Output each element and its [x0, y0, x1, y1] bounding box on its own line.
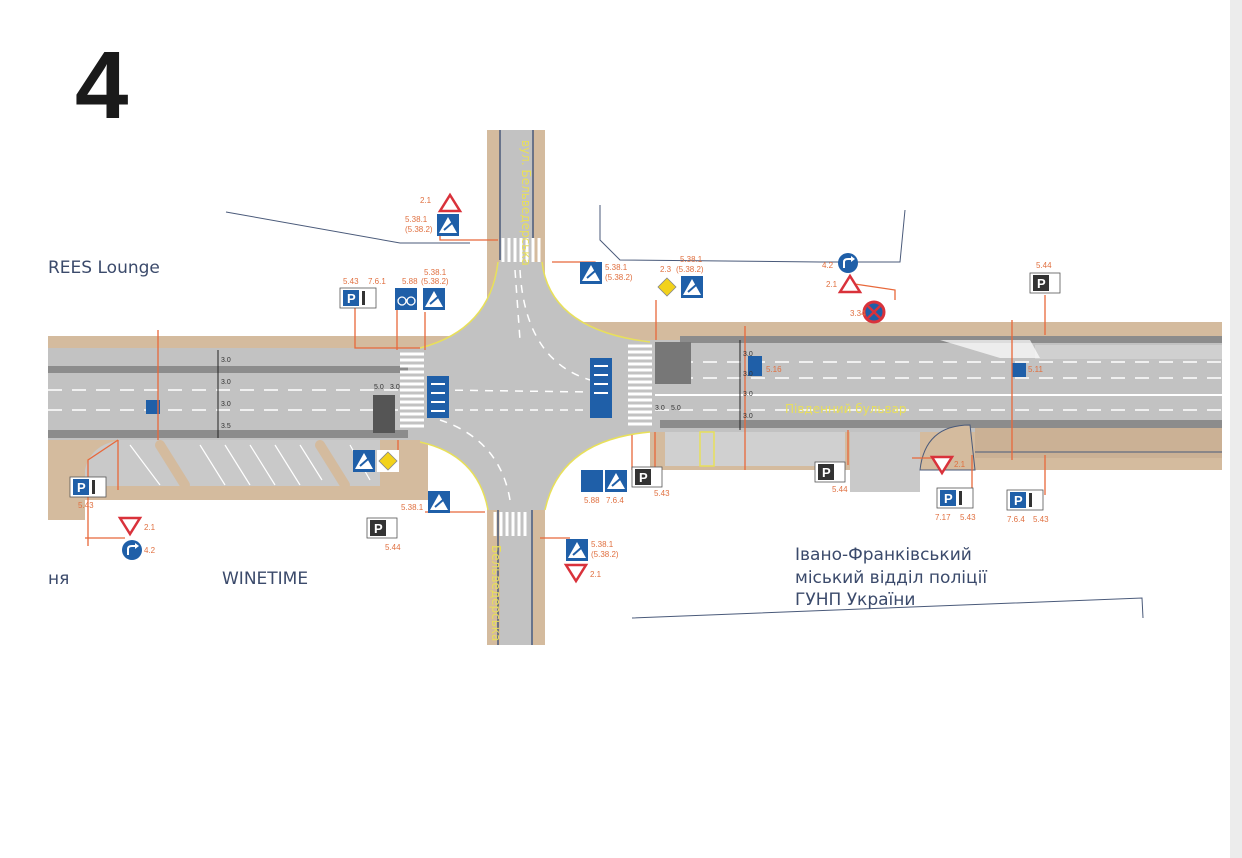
sign-code: 5.43	[1033, 515, 1049, 524]
crosswalk-sign-icon	[436, 213, 460, 237]
dim-cross-b-w: 5.0	[374, 384, 384, 391]
sign-code: 5.38.1	[605, 263, 628, 272]
parking-sign-icon	[1029, 272, 1061, 294]
sign-code: 7.6.4	[1007, 515, 1025, 524]
sign-code: 5.38.1	[424, 268, 447, 277]
sign-code: 2.1	[826, 280, 838, 289]
sign-code: 5.88	[402, 277, 418, 286]
sign-code: 7.6.4	[606, 496, 624, 505]
sign-code: 2.1	[954, 460, 966, 469]
dim-cross-b-e: 5.0	[671, 405, 681, 412]
crosswalk-sign-icon	[680, 275, 704, 299]
crosswalk-sign-icon	[352, 449, 376, 473]
dimension-lines: 3.0 3.0 3.0 3.5 3.0 3.0 3.0 3.0 5.0 3.0 …	[217, 340, 753, 438]
parking-sign-icon	[366, 517, 398, 539]
sign-code: 5.88	[584, 496, 600, 505]
sign-code: (5.38.2)	[421, 277, 449, 286]
parking-sign-icon	[339, 287, 377, 309]
lane-sign-516	[748, 356, 762, 376]
sign-code: 5.38.1	[405, 215, 428, 224]
sign-code: 3.34	[850, 309, 866, 318]
lane-direction-sign-west	[426, 375, 450, 419]
street-label-top: вул. Бельведерська	[519, 140, 533, 266]
sign-code: 5.38.1	[401, 503, 424, 512]
sign-code: (5.38.2)	[605, 273, 633, 282]
sign-code: 5.43	[343, 277, 359, 286]
street-label-main: Південний бульвар	[785, 402, 907, 416]
crosswalk-sign-icon	[427, 490, 451, 514]
building-outline-nw	[225, 211, 470, 244]
dim-lane-3: 3.0	[221, 401, 231, 408]
sign-code: 5.38.1	[591, 540, 614, 549]
crosswalks	[373, 238, 691, 536]
police-label-line1: Івано-Франківський	[795, 545, 972, 565]
parking-sign-icon	[814, 461, 846, 483]
sign-code: (5.38.2)	[405, 225, 433, 234]
main-road-sign-icon	[376, 449, 400, 473]
sign-code: 5.16	[766, 365, 782, 374]
crosswalk-sign-icon	[579, 261, 603, 285]
parking-sign-icon	[69, 476, 107, 498]
sign-code: (5.38.2)	[676, 265, 704, 274]
crosswalk-sign-icon	[604, 469, 628, 493]
page-number: 4	[75, 32, 128, 139]
sign-code: (5.38.2)	[591, 550, 619, 559]
dim-lane-e4: 3.0	[743, 413, 753, 420]
turn-right-sign-icon	[121, 539, 143, 561]
parking-sign-icon	[631, 466, 663, 488]
sign-code: 5.43	[78, 501, 94, 510]
sign-code: 2.1	[420, 196, 432, 205]
sign-code: 5.43	[654, 489, 670, 498]
sign-code: 5.44	[832, 485, 848, 494]
dim-lane-e2: 3.0	[743, 371, 753, 378]
dim-lane-e1: 3.0	[743, 351, 753, 358]
lane-direction-sign-east-ext	[590, 400, 612, 418]
bicycle-lane-sign-icon	[581, 470, 603, 492]
sign-code: 5.43	[960, 513, 976, 522]
dim-lane-4: 3.5	[221, 423, 231, 430]
street-label-bottom: Бельведерська	[489, 545, 503, 641]
lane-sign-5511	[1012, 363, 1026, 377]
intersection	[419, 261, 651, 511]
sign-code: 4.2	[144, 546, 156, 555]
dim-lane-2: 3.0	[221, 379, 231, 386]
sign-codes: 2.1 5.38.1 (5.38.2) 5.38.1 (5.38.2) 2.3 …	[78, 196, 1052, 579]
lane-sign-west	[146, 400, 160, 414]
sign-code: 2.1	[590, 570, 602, 579]
parking-sign-icon	[936, 487, 974, 509]
lane-direction-sign-east	[589, 357, 613, 401]
yield-sign-icon	[564, 563, 588, 583]
place-label-rees: REES Lounge	[48, 258, 160, 278]
yield-sign-icon	[438, 193, 462, 213]
sign-code: 2.3	[660, 265, 672, 274]
police-label-line2: міський відділ поліції	[795, 568, 987, 588]
police-label-line3: ГУНП України	[795, 590, 915, 610]
main-road	[48, 322, 1222, 440]
place-label-winetime: WINETIME	[222, 569, 308, 589]
yield-sign-icon	[118, 516, 142, 536]
turn-right-sign-icon	[837, 252, 859, 274]
road-signs	[69, 193, 1061, 583]
sign-code: 4.2	[822, 261, 834, 270]
parking-sign-icon	[1006, 489, 1044, 511]
building-outline-police	[631, 597, 1144, 619]
dim-cross-a-w: 3.0	[390, 384, 400, 391]
no-stopping-sign-icon	[862, 300, 886, 324]
main-road-sign-icon	[655, 275, 679, 299]
sign-code: 2.1	[144, 523, 156, 532]
sign-code: 5.11	[1028, 365, 1044, 374]
sign-code: 7.17	[935, 513, 951, 522]
sign-code: 5.38.1	[680, 255, 703, 264]
dim-lane-1: 3.0	[221, 357, 231, 364]
page-edge	[1230, 0, 1242, 858]
sign-code: 7.6.1	[368, 277, 386, 286]
dim-cross-a-e: 3.0	[655, 405, 665, 412]
sign-code: 5.44	[1036, 261, 1052, 270]
place-label-cut: ня	[48, 569, 69, 589]
sign-code: 5.44	[385, 543, 401, 552]
building-outline-ne	[599, 205, 906, 263]
crosswalk-sign-icon	[565, 538, 589, 562]
dim-lane-e3: 3.0	[743, 391, 753, 398]
crosswalk-sign-icon	[422, 287, 446, 311]
